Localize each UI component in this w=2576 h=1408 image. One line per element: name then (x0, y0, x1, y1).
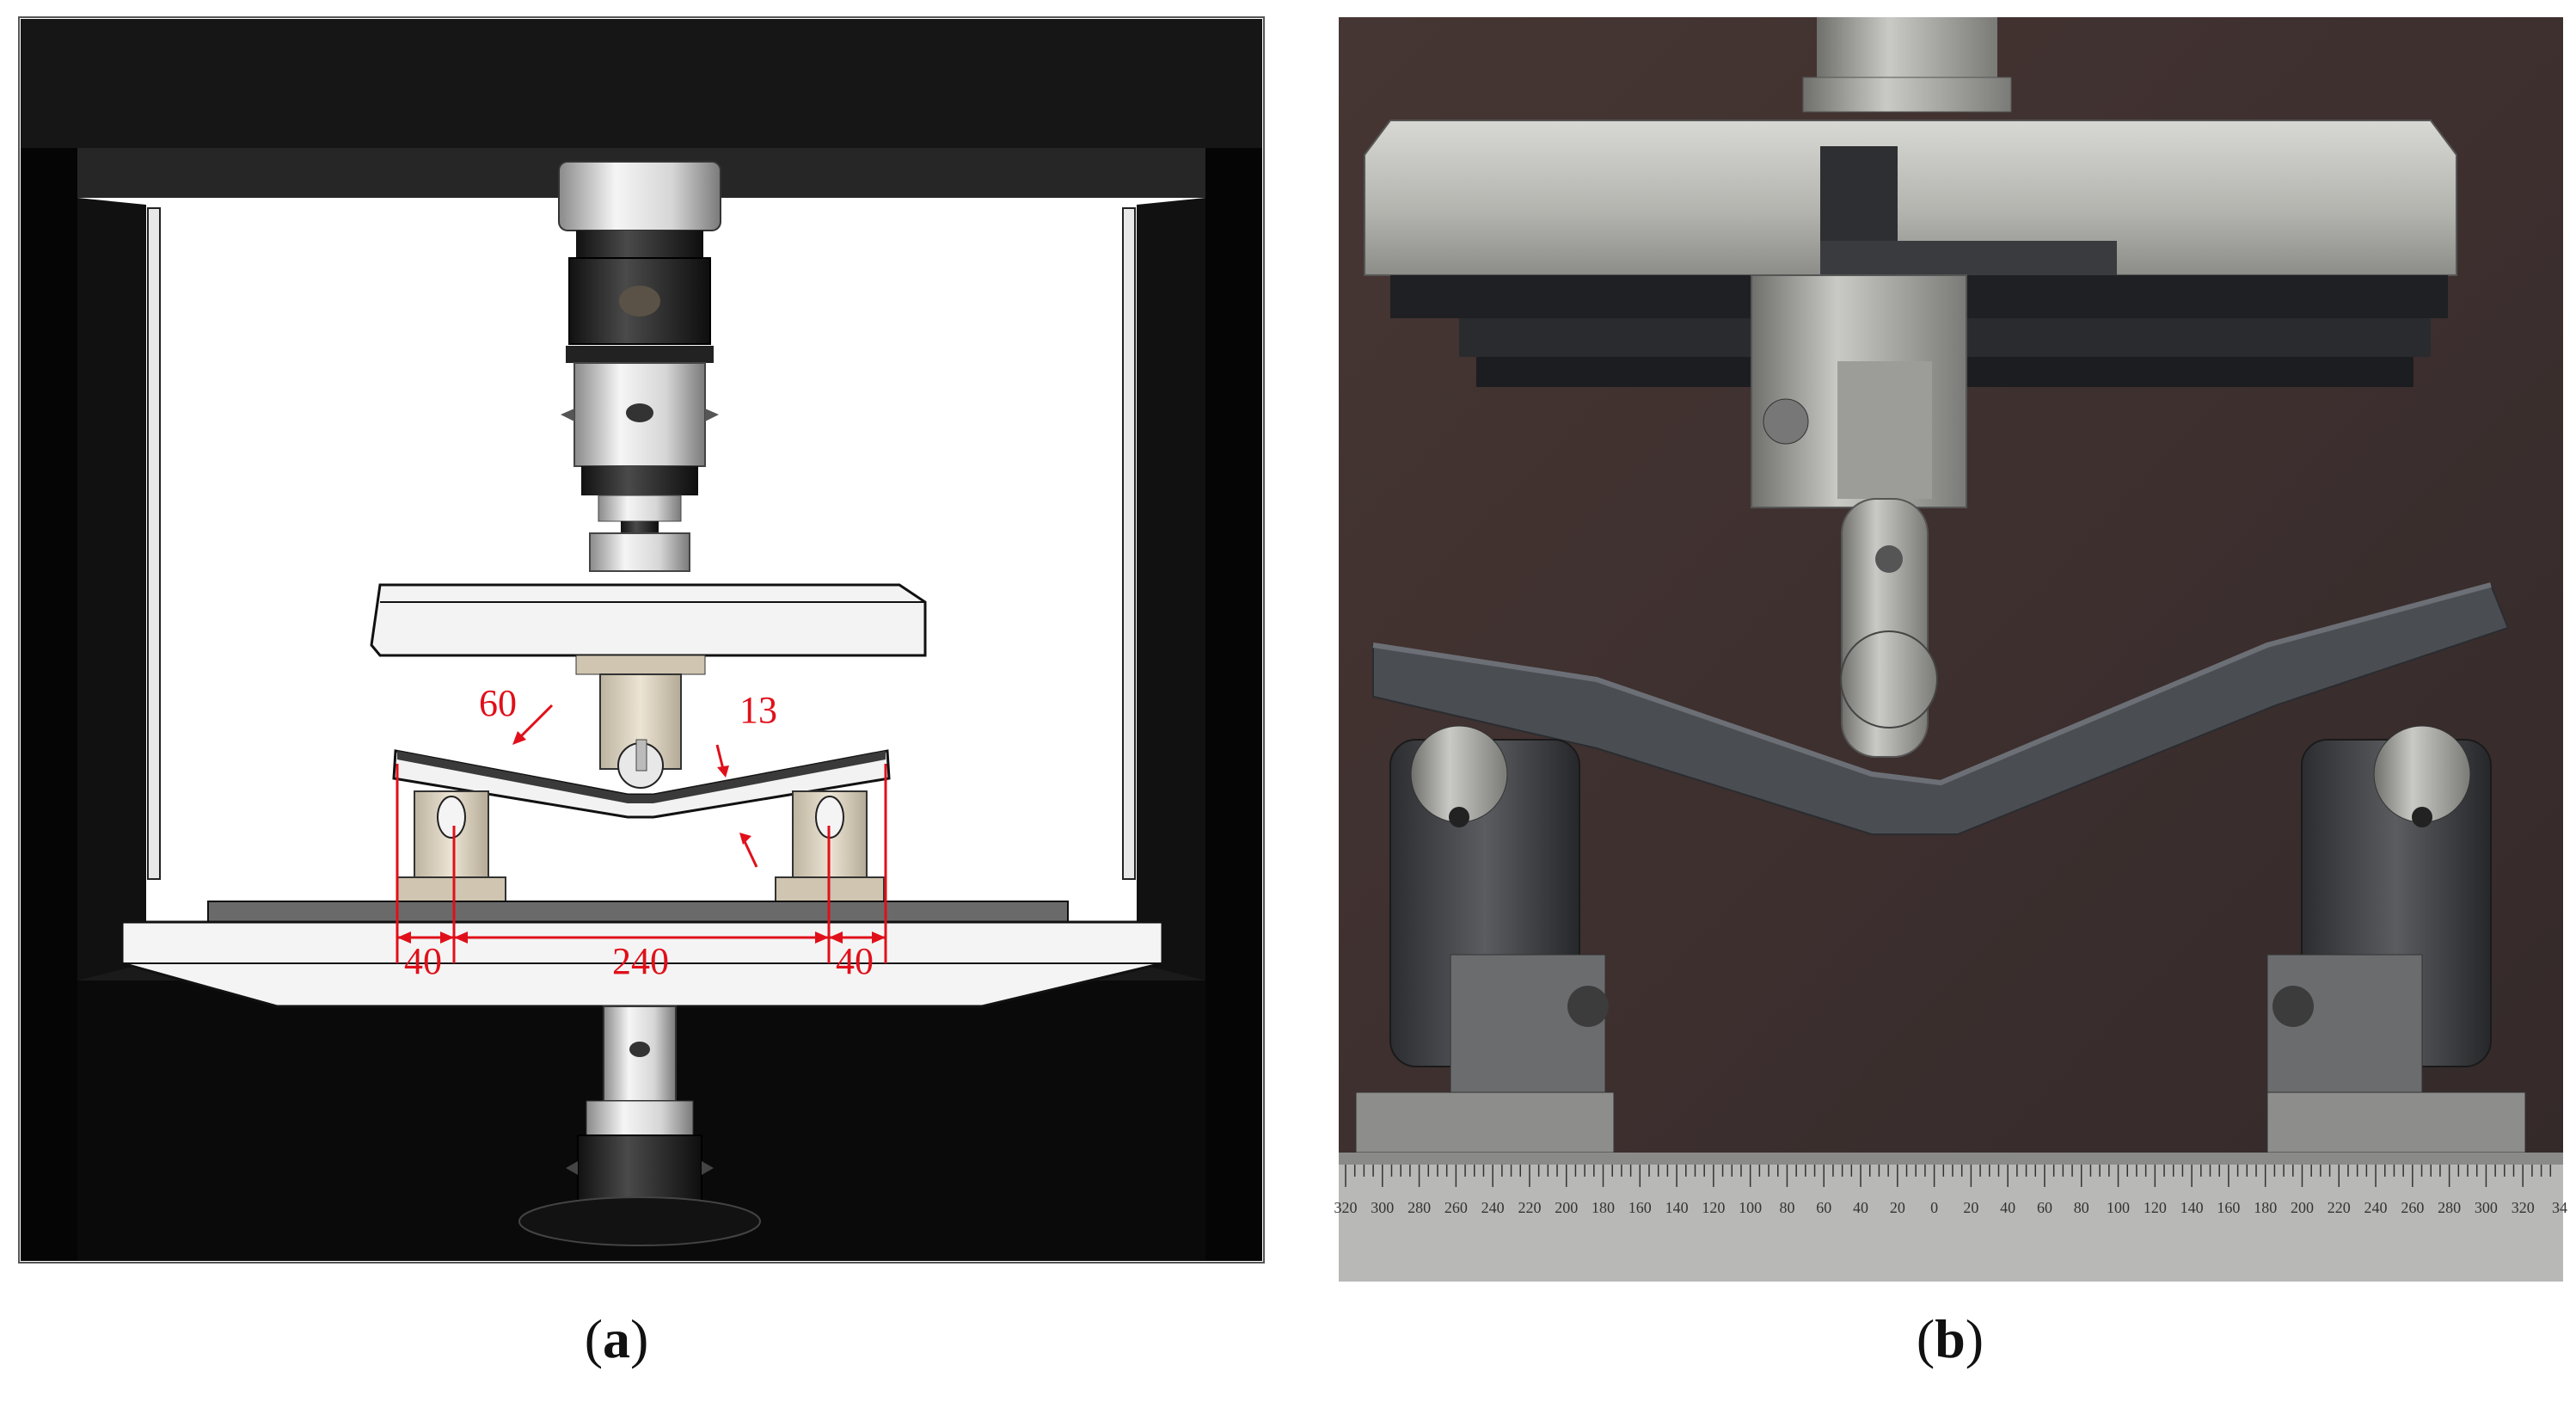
thickness-label: 13 (739, 689, 777, 731)
ruler-tick-label: 34 (2552, 1199, 2567, 1216)
caption-b: (b) (1864, 1307, 2036, 1371)
ruler-tick-label: 220 (1518, 1199, 1541, 1216)
arrowhead-icon (512, 731, 526, 745)
ruler-tick-label: 320 (1334, 1199, 1358, 1216)
caption-a: (a) (531, 1307, 702, 1371)
ruler-tick-label: 300 (2475, 1199, 2498, 1216)
lower-column (518, 1005, 761, 1246)
ruler-tick-label: 60 (2037, 1199, 2052, 1216)
frame-left-column (21, 148, 77, 1261)
pin-icon (1875, 545, 1903, 573)
ruler-tick-label: 100 (1739, 1199, 1762, 1216)
bolt-icon (1763, 398, 1809, 445)
lower-bed (120, 901, 1164, 1008)
caption-a-open: ( (584, 1308, 603, 1369)
ruler-tick-label: 40 (1853, 1199, 1868, 1216)
ruler-tick-label: 220 (2328, 1199, 2351, 1216)
ruler-tick-label: 200 (1555, 1199, 1578, 1216)
bolt-icon (2272, 986, 2314, 1027)
right-support-photo (2266, 725, 2526, 1153)
upper-loading-plate (370, 583, 927, 657)
arrowhead-icon (829, 931, 843, 944)
ruler-tick-label: 180 (1592, 1199, 1615, 1216)
loading-nose (575, 655, 706, 789)
arrowhead-icon (440, 931, 454, 944)
ruler-tick-label: 60 (1816, 1199, 1831, 1216)
arrowhead-icon (397, 931, 411, 944)
bolt-icon (1567, 986, 1609, 1027)
sensor-window-icon (619, 286, 660, 317)
ruler-tick-label: 80 (1779, 1199, 1794, 1216)
right-overhang-label: 40 (836, 940, 874, 982)
schematic-svg: 60 13 40 240 40 (18, 16, 1265, 1264)
ruler-tick-label: 240 (2364, 1199, 2388, 1216)
bolt-icon (626, 403, 653, 422)
loading-clevis (1751, 274, 1967, 758)
fractured-specimen (1372, 582, 2510, 835)
caption-a-letter: a (603, 1308, 630, 1369)
ruler-tick-label: 260 (2401, 1199, 2424, 1216)
arrowhead-icon (454, 931, 468, 944)
ruler-tick-label: 160 (2217, 1199, 2240, 1216)
ruler-tick-label: 320 (2512, 1199, 2535, 1216)
ruler-tick-label: 20 (1963, 1199, 1978, 1216)
ruler-tick-marks (1345, 1165, 2552, 1187)
arrowhead-icon (717, 765, 729, 778)
frame-left-inner (77, 198, 146, 1135)
ruler-tick-label: 240 (1481, 1199, 1505, 1216)
ruler-tick-label: 260 (1444, 1199, 1468, 1216)
ruler-tick-label: 120 (1702, 1199, 1725, 1216)
loading-roller-icon (1840, 630, 1938, 729)
ruler-tick-label: 200 (2291, 1199, 2314, 1216)
load-cell-column (558, 161, 721, 572)
arrowhead-icon (815, 931, 829, 944)
span-label: 240 (612, 940, 669, 982)
caption-b-close: ) (1965, 1308, 1984, 1369)
ruler-tick-label: 120 (2144, 1199, 2167, 1216)
arrowhead-icon (872, 931, 886, 944)
ruler-tick-label: 0 (1930, 1199, 1938, 1216)
ruler-tick-label: 140 (2180, 1199, 2204, 1216)
ruler-tick-label: 140 (1665, 1199, 1689, 1216)
ruler-tick-label: 280 (2438, 1199, 2461, 1216)
ruler-tick-label: 20 (1890, 1199, 1905, 1216)
arrowhead-icon (739, 833, 751, 845)
thickness-leader-bottom (741, 837, 758, 868)
left-overhang-label: 40 (404, 940, 442, 982)
right-rail (1122, 207, 1136, 880)
ruler-tick-label: 40 (2000, 1199, 2015, 1216)
ruler-tick-label: 280 (1408, 1199, 1431, 1216)
caption-b-letter: b (1935, 1308, 1966, 1369)
frame-right-inner (1137, 198, 1205, 1135)
left-rail (147, 207, 161, 880)
caption-b-open: ( (1916, 1308, 1935, 1369)
ruler-tick-label: 80 (2074, 1199, 2089, 1216)
panel-a-schematic: 60 13 40 240 40 (18, 16, 1265, 1264)
left-support-photo (1355, 725, 1615, 1153)
frame-right-column (1205, 148, 1262, 1261)
frame-top-beam (21, 19, 1262, 148)
caption-a-close: ) (630, 1308, 649, 1369)
ruler-tick-label: 180 (2254, 1199, 2277, 1216)
ruler-tick-label: 300 (1371, 1199, 1394, 1216)
ruler-tick-label: 100 (2107, 1199, 2130, 1216)
angle-label: 60 (479, 682, 517, 724)
ruler-tick-label: 160 (1628, 1199, 1652, 1216)
